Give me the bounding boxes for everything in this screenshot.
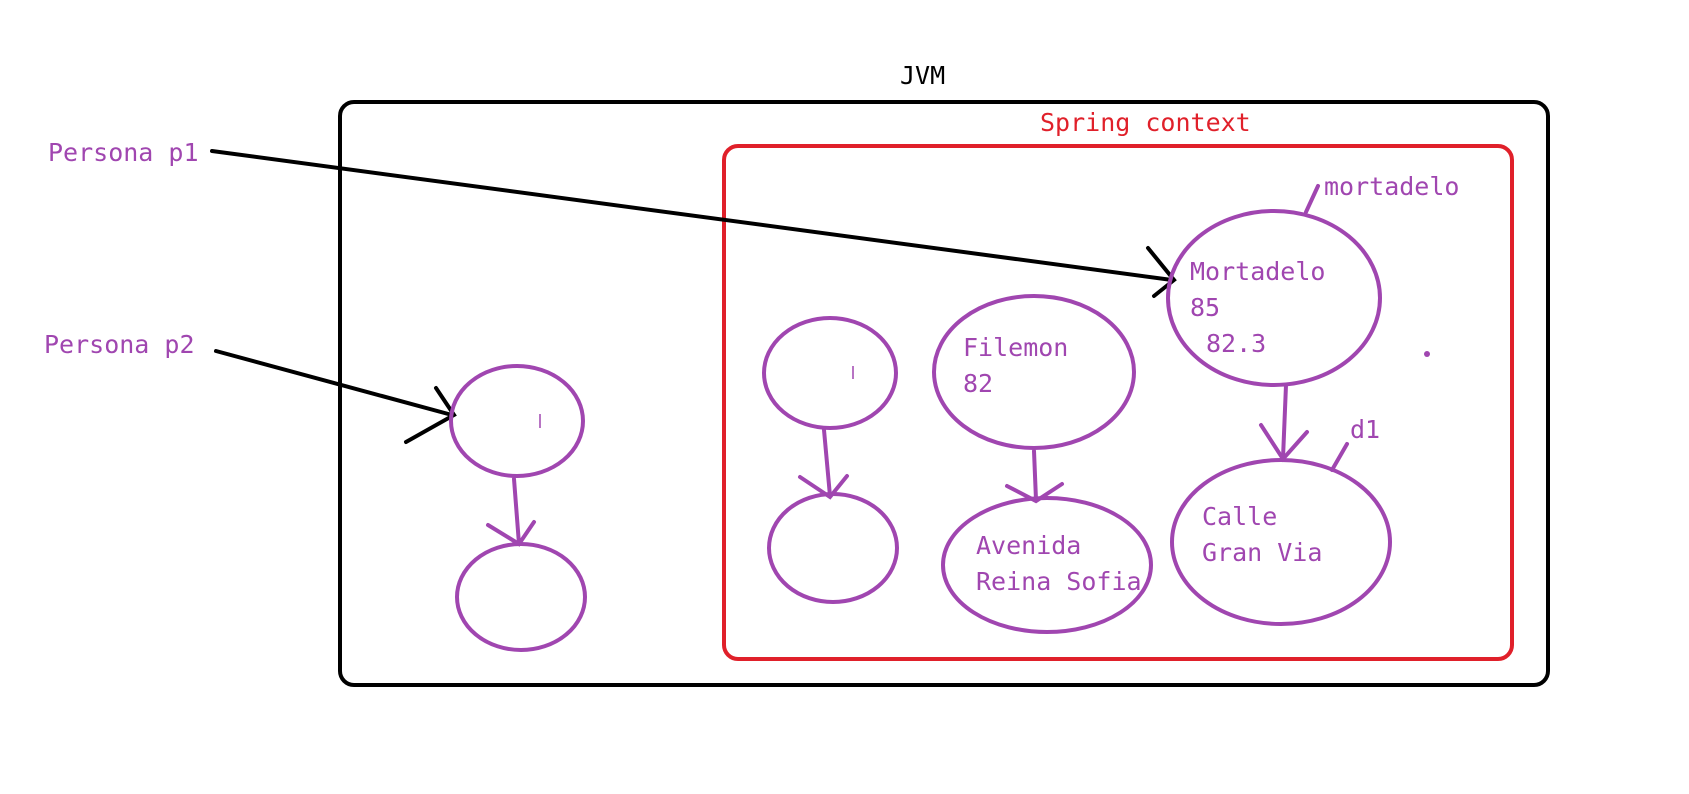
jvm-box (338, 100, 1550, 687)
arrow-mortadelo-to-direccion (1259, 383, 1309, 463)
arrow-p1-to-mortadelo (210, 149, 1177, 298)
empty-direccion-bean (767, 492, 899, 604)
persona-p1-label: Persona p1 (48, 138, 199, 167)
filemon-direccion-bean (941, 496, 1153, 634)
mortadelo-direccion-bean (1170, 458, 1392, 626)
arrow-outside-persona-to-direccion (486, 477, 536, 547)
mortadelo-direccion-line1: Calle (1202, 502, 1277, 531)
stray-dot (1424, 351, 1430, 357)
persona-object-outside (449, 364, 585, 478)
mortadelo-direccion-line2: Gran Via (1202, 538, 1322, 567)
arrow-filemon-to-direccion (1005, 449, 1064, 504)
filemon-direccion-line1: Avenida (976, 531, 1081, 560)
mortadelo-name: Mortadelo (1190, 257, 1325, 286)
d1-bean-name-pointer (1330, 442, 1349, 472)
direccion-object-outside (455, 542, 587, 652)
jvm-label: JVM (900, 61, 945, 90)
mortadelo-age: 85 (1190, 293, 1220, 322)
mortadelo-weight: 82.3 (1206, 329, 1266, 358)
d1-bean-name: d1 (1350, 415, 1380, 444)
empty-persona-bean (762, 316, 898, 430)
mortadelo-bean-name: mortadelo (1324, 172, 1459, 201)
persona-p2-label: Persona p2 (44, 330, 195, 359)
mortadelo-bean-name-pointer (1304, 184, 1320, 214)
filemon-bean (932, 294, 1136, 450)
arrow-p2-to-persona (214, 349, 457, 444)
spring-context-label: Spring context (1040, 108, 1251, 137)
spring-context-box (722, 144, 1514, 661)
filemon-name: Filemon (963, 333, 1068, 362)
filemon-direccion-line2: Reina Sofia (976, 567, 1142, 596)
mortadelo-bean (1166, 209, 1382, 387)
arrow-empty-bean-to-direccion (798, 428, 849, 500)
filemon-age: 82 (963, 369, 993, 398)
